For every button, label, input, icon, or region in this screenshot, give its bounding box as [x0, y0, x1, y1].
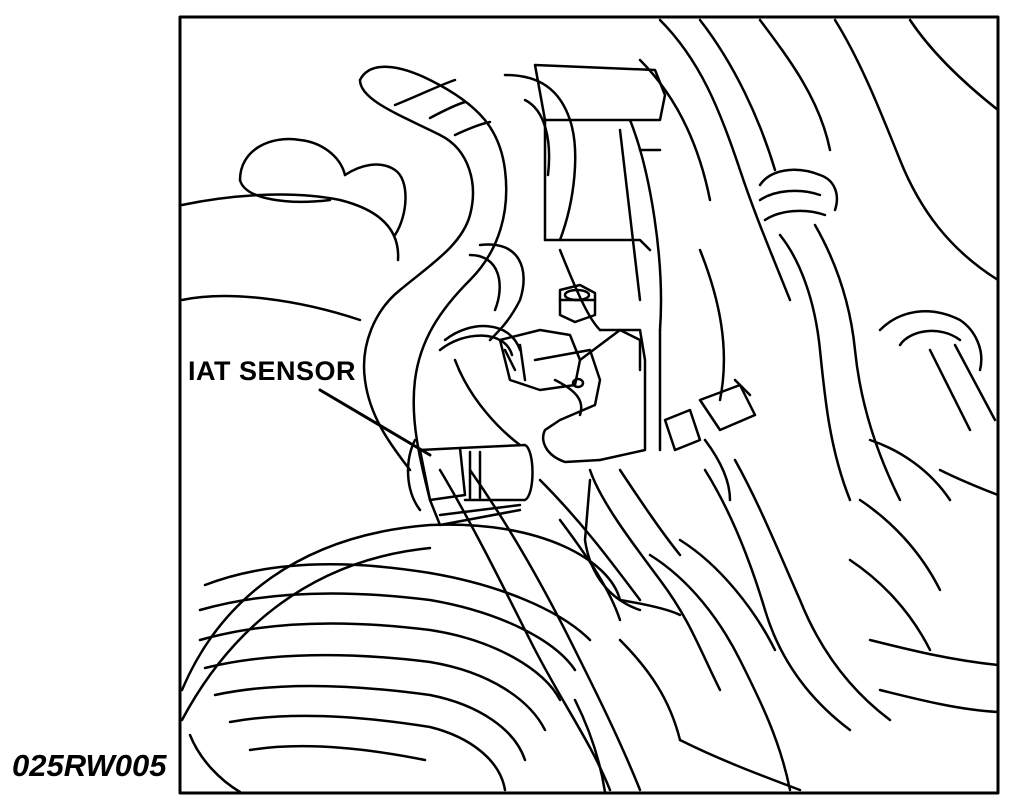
mounting-bracket — [535, 65, 665, 460]
lower-hose — [585, 470, 720, 690]
air-intake-duct — [182, 525, 620, 792]
figure-frame — [180, 17, 998, 793]
hose-clamp — [665, 380, 755, 500]
hex-bolt — [560, 285, 595, 322]
main-coolant-hose — [650, 460, 890, 790]
iat-sensor-callout-label: IAT SENSOR — [188, 356, 357, 386]
sensor-connector — [500, 330, 640, 462]
figure-id-label: 025RW005 — [12, 748, 167, 783]
upper-right-hose — [760, 170, 900, 500]
intake-body — [182, 139, 406, 320]
engine-block-right — [660, 20, 998, 712]
sensor-wiring — [440, 326, 520, 445]
callout-leader-line — [320, 390, 430, 455]
iat-sensor — [408, 440, 532, 525]
misc-engine-lines — [540, 60, 800, 790]
